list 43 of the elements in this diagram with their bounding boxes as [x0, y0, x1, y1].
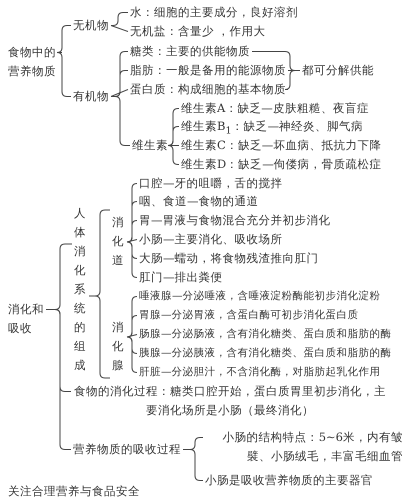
- item-text: 口腔—牙的咀嚼，舌的搅拌: [139, 174, 282, 193]
- item-text: 肠腺—分泌肠液，含有消化糖类、蛋白质和脂肪的酶: [139, 325, 392, 344]
- brace-connector: [110, 25, 128, 32]
- item-text: 食物的消化过程：糖类口腔开始，蛋白质胃里初步消化，主要消化场所是小肠（最终消化）: [73, 382, 387, 420]
- item-text: 胰腺—分泌胰液，含有消化糖类、蛋白质和脂肪的酶: [139, 344, 392, 363]
- item-text: 小肠—主要消化、吸收场所: [139, 230, 282, 249]
- brace-connector: [126, 334, 138, 338]
- item-text: 维生素D：缺乏—佝偻病，骨质疏松症: [181, 155, 382, 174]
- brace-connector: [110, 89, 128, 97]
- brace-connector: [284, 70, 300, 90]
- topic-label: 有机物: [73, 87, 109, 106]
- brace-connector: [170, 145, 180, 146]
- item-text: 水：细胞的主要成分，良好溶剂: [130, 3, 298, 22]
- topic-label: 都可分解供能: [302, 61, 374, 80]
- topic-label: 消化和吸收: [8, 300, 44, 338]
- item-text: 小肠的结构特点：5~6米，内有皱襞、小肠绒毛，丰富毛细血管: [205, 428, 403, 466]
- item-text: 蛋白质：构成细胞的基本物质: [130, 80, 286, 99]
- item-text: 肛门—排出粪便: [139, 268, 222, 287]
- topic-label: 维生素: [132, 136, 168, 155]
- brace-connector: [110, 12, 128, 26]
- topic-label: 营养物质的吸收过程: [73, 440, 181, 459]
- topic-label: 食物中的营养物质: [8, 43, 60, 81]
- item-text: 大肠—蠕动，将食物残渣推向肛门: [139, 249, 318, 268]
- item-text: 维生素A：缺乏—皮肤粗糙、夜盲症: [181, 99, 369, 118]
- note-text: 关注合理营养与食品安全: [8, 483, 140, 500]
- item-text: 脂肪：一般是备用的能源物质: [130, 61, 286, 80]
- brace-connector: [126, 242, 138, 278]
- item-text: 唾液腺—分泌唾液，含唾液淀粉酶能初步消化淀粉: [139, 287, 380, 306]
- item-text: 胃腺—分泌胃液，含蛋白酶可初步消化蛋白质: [139, 306, 358, 325]
- brace-connector: [126, 239, 138, 242]
- brace-connector: [168, 126, 180, 146]
- brace-connector: [126, 336, 138, 373]
- topic-label: 无机物: [73, 16, 109, 35]
- brace-connector: [168, 145, 180, 165]
- topic-label: 消化道: [112, 213, 125, 270]
- topic-label: 人体消化系统的组成: [74, 204, 87, 375]
- item-text: 小肠是吸收营养物质的主要器官: [205, 471, 373, 490]
- item-text: 肝脏—分泌胆汁，不含消化酶，对脂肪起乳化作用: [139, 363, 380, 382]
- item-text: 糖类：主要的供能物质: [130, 42, 250, 61]
- item-text: 咽、食道—食物的通道: [139, 192, 258, 211]
- item-text: 无机盐：含量少 ，作用大: [130, 22, 266, 41]
- topic-label: 消化腺: [112, 318, 125, 375]
- item-text: 胃—胃液与食物混合充分并初步消化: [139, 211, 330, 230]
